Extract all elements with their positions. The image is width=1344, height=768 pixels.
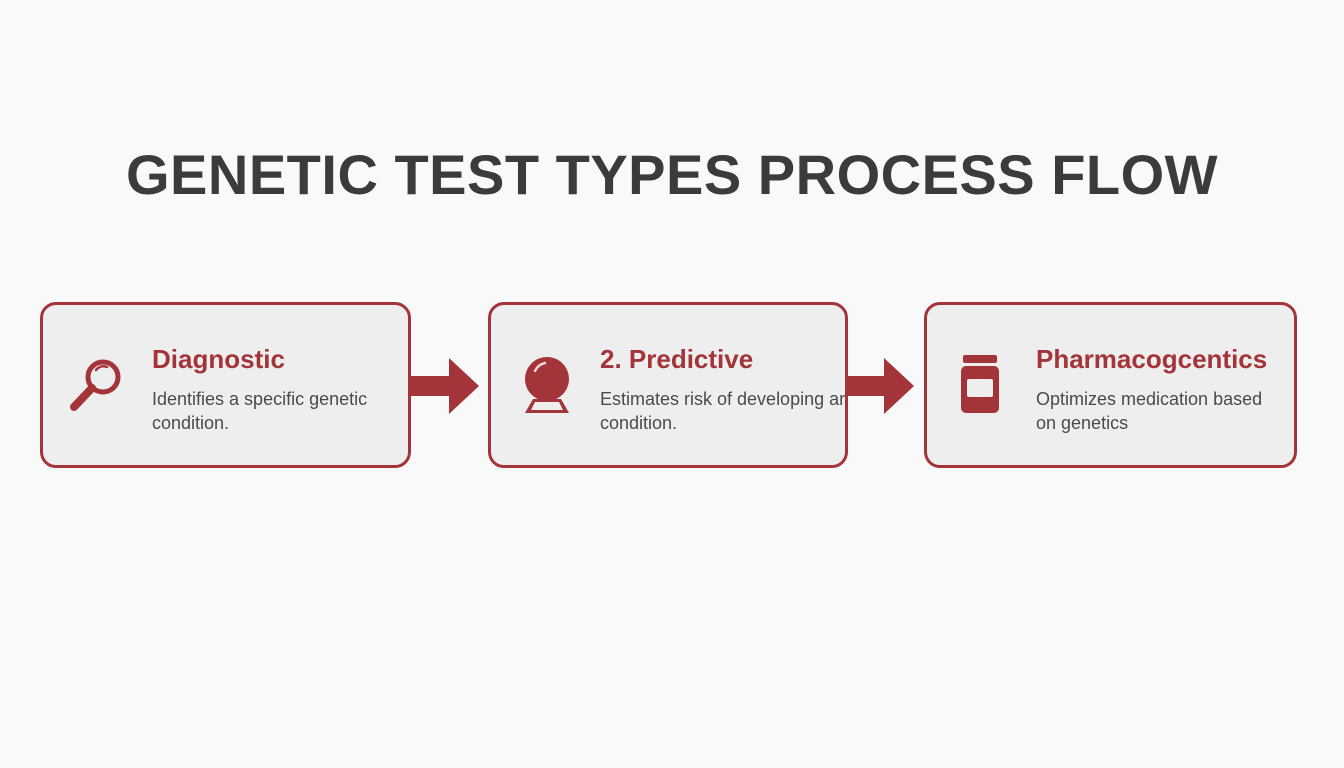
crystal-ball-icon xyxy=(525,357,569,413)
step-title: Diagnostic xyxy=(152,344,285,374)
step-card-predictive: 2. Predictive Estimates risk of developi… xyxy=(488,302,848,468)
arrow-icon xyxy=(409,358,479,414)
step-card-pharmacogenetics: Pharmacogcentics Optimizes medication ba… xyxy=(924,302,1297,468)
step-description: Optimizes medication based on genetics xyxy=(1036,389,1263,433)
step-card-diagnostic: Diagnostic Identifies a specific genetic… xyxy=(40,302,411,468)
page-title: GENETIC TEST TYPES PROCESS FLOW xyxy=(125,143,1219,206)
magnifying-glass-icon xyxy=(70,359,121,411)
medicine-bottle-icon xyxy=(961,355,999,413)
step-title: Pharmacogcentics xyxy=(1036,344,1268,374)
step-title: 2. Predictive xyxy=(600,344,754,374)
step-description: Estimates risk of developing ar conditio… xyxy=(600,389,846,433)
step-description: Identifies a specific genetic condition. xyxy=(152,389,368,433)
arrow-icon xyxy=(846,358,914,414)
